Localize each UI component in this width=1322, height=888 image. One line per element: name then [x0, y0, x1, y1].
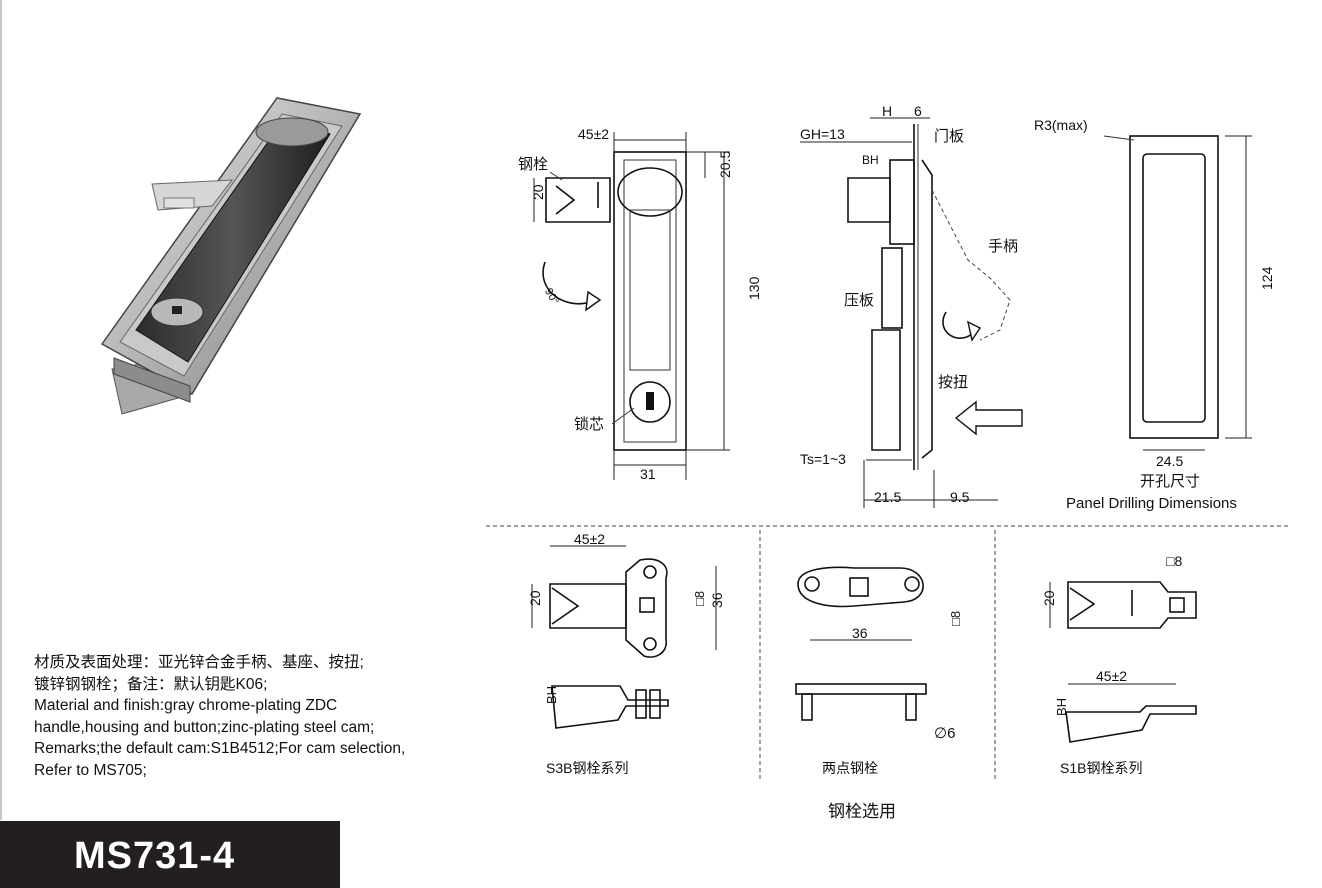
s1b-dim-bh: BH [1054, 698, 1069, 716]
label-handle: 手柄 [988, 238, 1018, 255]
front-dim-height: 130 [746, 276, 762, 300]
label-plate: 压板 [844, 291, 874, 309]
s1b-dim-20: 20 [1041, 590, 1057, 606]
side-dim-ts: Ts=1~3 [800, 451, 846, 467]
two-point-dim-6: ∅6 [934, 725, 955, 742]
front-view: 45±2 20.5 130 20 31 钢栓 锁芯 90° [518, 126, 762, 482]
cutout-inner [1142, 153, 1206, 423]
note-line: 镀锌钢钢栓；备注：默认钥匙K06; [34, 675, 268, 693]
note-line: Material and finish:gray chrome-plating … [34, 697, 338, 714]
s3b-dim-8: □8 [692, 591, 707, 606]
model-banner [0, 821, 340, 888]
side-dim-215: 21.5 [874, 489, 901, 505]
note-line: handle,housing and button;zinc-plating s… [34, 718, 375, 736]
product-photo [100, 97, 362, 415]
note-line: Refer to MS705; [34, 761, 147, 779]
s1b-label: S1B钢栓系列 [1060, 760, 1142, 776]
label-door: 门板 [934, 127, 964, 145]
cutout-outer [1129, 135, 1219, 439]
side-dim-h: H [882, 103, 892, 119]
front-cam [545, 177, 611, 223]
s3b-dim-20: 20 [527, 590, 543, 606]
s1b-dim-8: □8 [1166, 553, 1182, 569]
s1b-dim-width: 45±2 [1096, 668, 1127, 684]
cam-selection-title: 钢栓选用 [828, 802, 896, 821]
label-button: 按扭 [938, 374, 968, 391]
front-cam-disc [617, 167, 683, 217]
push-arrow-icon [954, 400, 1023, 436]
cam-two-point: 36 □8 ∅6 两点钢栓 [795, 566, 963, 776]
cutout-radius: R3(max) [1034, 117, 1088, 133]
two-point-dim-36: 36 [852, 625, 868, 641]
front-housing [613, 151, 687, 451]
s3b-label: S3B钢栓系列 [546, 760, 628, 776]
s3b-dim-width: 45±2 [574, 531, 605, 547]
two-point-dim-8: □8 [948, 611, 963, 626]
front-dim-width: 45±2 [578, 126, 609, 142]
front-dim-cam-height: 20 [530, 184, 546, 200]
note-line: 材质及表面处理：亚光锌合金手柄、基座、按扭; [34, 654, 364, 671]
s3b-dim-bh: BH [544, 686, 559, 704]
cutout-width: 24.5 [1156, 453, 1183, 469]
keyhole [646, 392, 654, 410]
side-view: H 6 GH=13 BH 门板 手柄 压板 按扭 Ts=1~3 21.5 9.5 [800, 103, 1023, 508]
front-dim-bottom: 31 [640, 466, 656, 482]
cutout-title-en: Panel Drilling Dimensions [1066, 495, 1237, 512]
side-dim-95: 9.5 [950, 489, 970, 505]
left-border [0, 0, 2, 820]
note-line: Remarks;the default cam:S1B4512;For cam … [34, 740, 406, 757]
side-dim-6: 6 [914, 103, 922, 119]
s3b-dim-36: 36 [709, 592, 725, 608]
material-notes: 材质及表面处理：亚光锌合金手柄、基座、按扭; 镀锌钢钢栓；备注：默认钥匙K06;… [34, 652, 405, 781]
model-number: MS731-4 [74, 835, 236, 877]
two-point-label: 两点钢栓 [822, 760, 878, 776]
cutout-title-cn: 开孔尺寸 [1140, 473, 1200, 490]
cutout-height: 124 [1259, 266, 1275, 290]
rotation-label: 90° [542, 286, 561, 306]
side-dim-bh: BH [862, 153, 879, 167]
cam-s1b: □8 20 45±2 BH S1B钢栓系列 [1041, 553, 1197, 776]
cam-s3b: 45±2 20 □8 36 BH S3B钢栓系列 [527, 531, 725, 776]
label-cam: 钢栓 [518, 156, 548, 173]
lock-core-circle [629, 381, 671, 423]
side-dim-gh: GH=13 [800, 126, 845, 142]
label-lock-core: 锁芯 [574, 416, 604, 433]
front-dim-cam-offset: 20.5 [717, 151, 733, 178]
panel-cutout: R3(max) 124 24.5 开孔尺寸 Panel Drilling Dim… [1034, 117, 1275, 512]
